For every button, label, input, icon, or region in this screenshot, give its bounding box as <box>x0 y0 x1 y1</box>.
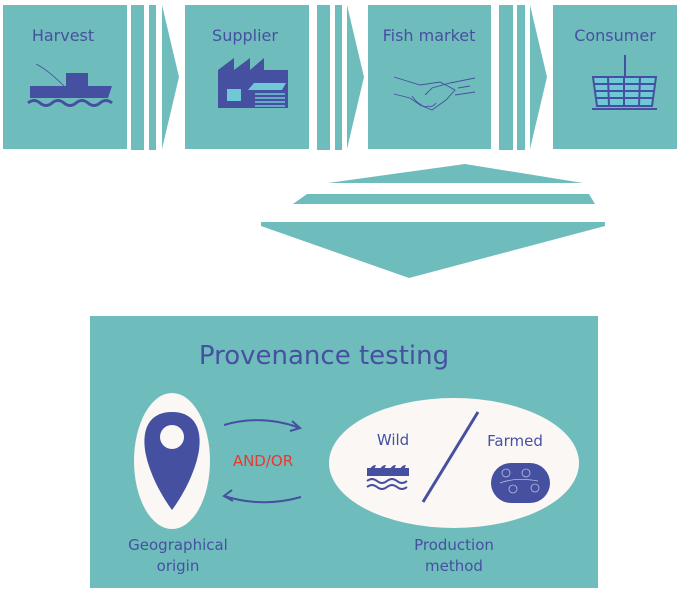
flow-arrow-1 <box>131 5 179 150</box>
location-pin-icon <box>144 412 200 510</box>
geographical-label-line2: origin <box>157 557 200 575</box>
production-label-line2: method <box>425 557 483 575</box>
stage-label: Supplier <box>212 26 278 45</box>
and-or-label: AND/OR <box>233 452 293 470</box>
handshake-icon <box>393 76 476 111</box>
shopping-basket-icon <box>591 55 658 110</box>
stage-supplier: Supplier <box>185 5 309 149</box>
arrow-right-icon <box>223 419 303 432</box>
stage-label: Consumer <box>574 26 656 45</box>
stage-fish-market: Fish market <box>368 5 491 149</box>
fish-pen-icon <box>491 463 550 503</box>
waves-icon <box>366 465 409 490</box>
factory-icon <box>218 58 288 108</box>
stage-label: Harvest <box>32 26 94 45</box>
panel-title: Provenance testing <box>199 341 449 371</box>
production-label-line1: Production <box>414 536 494 554</box>
fishing-boat-icon <box>27 63 113 107</box>
flow-arrow-3 <box>499 5 547 150</box>
wild-label: Wild <box>377 431 409 449</box>
provenance-panel: Provenance testing AND/OR Wild Farmed <box>90 316 598 588</box>
flow-arrow-2 <box>317 5 364 150</box>
divider-slash <box>421 411 480 503</box>
stage-harvest: Harvest <box>3 5 127 149</box>
stage-label: Fish market <box>383 26 476 45</box>
arrow-left-icon <box>222 489 302 504</box>
farmed-label: Farmed <box>487 432 543 450</box>
down-arrow <box>261 164 605 278</box>
geographical-label-line1: Geographical <box>128 536 228 554</box>
stage-consumer: Consumer <box>553 5 677 149</box>
